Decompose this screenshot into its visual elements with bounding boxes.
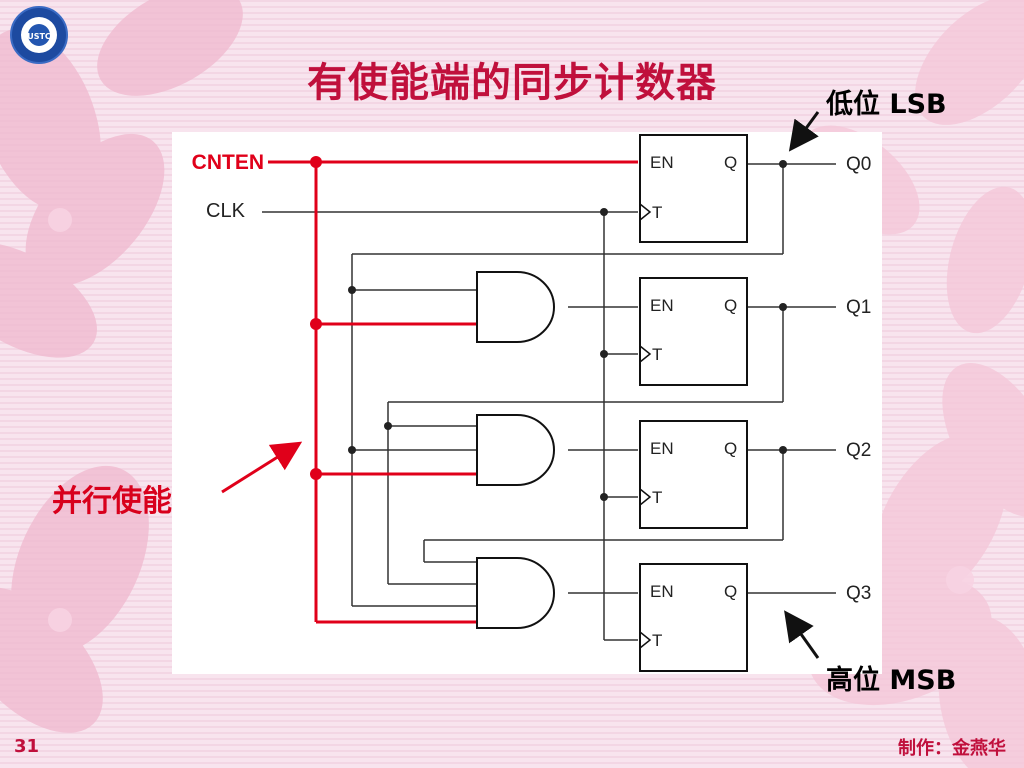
page-number: 31: [14, 736, 40, 757]
ff1-t-pin: T: [652, 345, 662, 364]
msb-label: 高位 MSB: [826, 665, 957, 696]
ff0-q-pin: Q: [724, 153, 737, 172]
lsb-label: 低位 LSB: [826, 89, 947, 120]
university-logo: USTC: [10, 6, 68, 64]
and-gate-1: [476, 271, 555, 343]
author-credit: 制作：金燕华: [898, 738, 1006, 759]
enable-wires: [268, 160, 638, 624]
ff2-t-pin: T: [652, 488, 662, 507]
logo-text: USTC: [27, 32, 51, 41]
ff0-t-pin: T: [652, 203, 662, 222]
parallel-enable-label: 并行使能: [52, 484, 172, 519]
lsb-arrow: [788, 111, 820, 152]
clock-input-markers: [639, 203, 652, 649]
flip-flop-2: [639, 420, 748, 529]
cnten-label: CNTEN: [192, 151, 264, 174]
ff2-q-pin: Q: [724, 439, 737, 458]
ff1-en-pin: EN: [650, 296, 674, 315]
ff3-t-pin: T: [652, 631, 662, 650]
flip-flop-0: [639, 134, 748, 243]
clk-label: CLK: [206, 200, 246, 222]
ff2-en-pin: EN: [650, 439, 674, 458]
and-gate-2: [476, 414, 555, 486]
output-q1: Q1: [846, 297, 871, 318]
ff1-q-pin: Q: [724, 296, 737, 315]
output-q0: Q0: [846, 154, 871, 175]
slide-title: 有使能端的同步计数器: [307, 60, 717, 106]
parallel-enable-arrow: [221, 441, 303, 494]
msb-arrow: [784, 610, 820, 659]
flip-flop-3: [639, 563, 748, 672]
black-wires: [262, 163, 836, 641]
output-q2: Q2: [846, 440, 871, 461]
ff0-en-pin: EN: [650, 153, 674, 172]
wire-junctions: [348, 160, 787, 501]
output-q3: Q3: [846, 583, 871, 604]
flip-flop-1: [639, 277, 748, 386]
and-gate-3: [476, 557, 555, 629]
ff3-en-pin: EN: [650, 582, 674, 601]
ff3-q-pin: Q: [724, 582, 737, 601]
enable-junctions: [310, 156, 322, 480]
counter-circuit-diagram: CNTEN CLK: [172, 132, 882, 674]
